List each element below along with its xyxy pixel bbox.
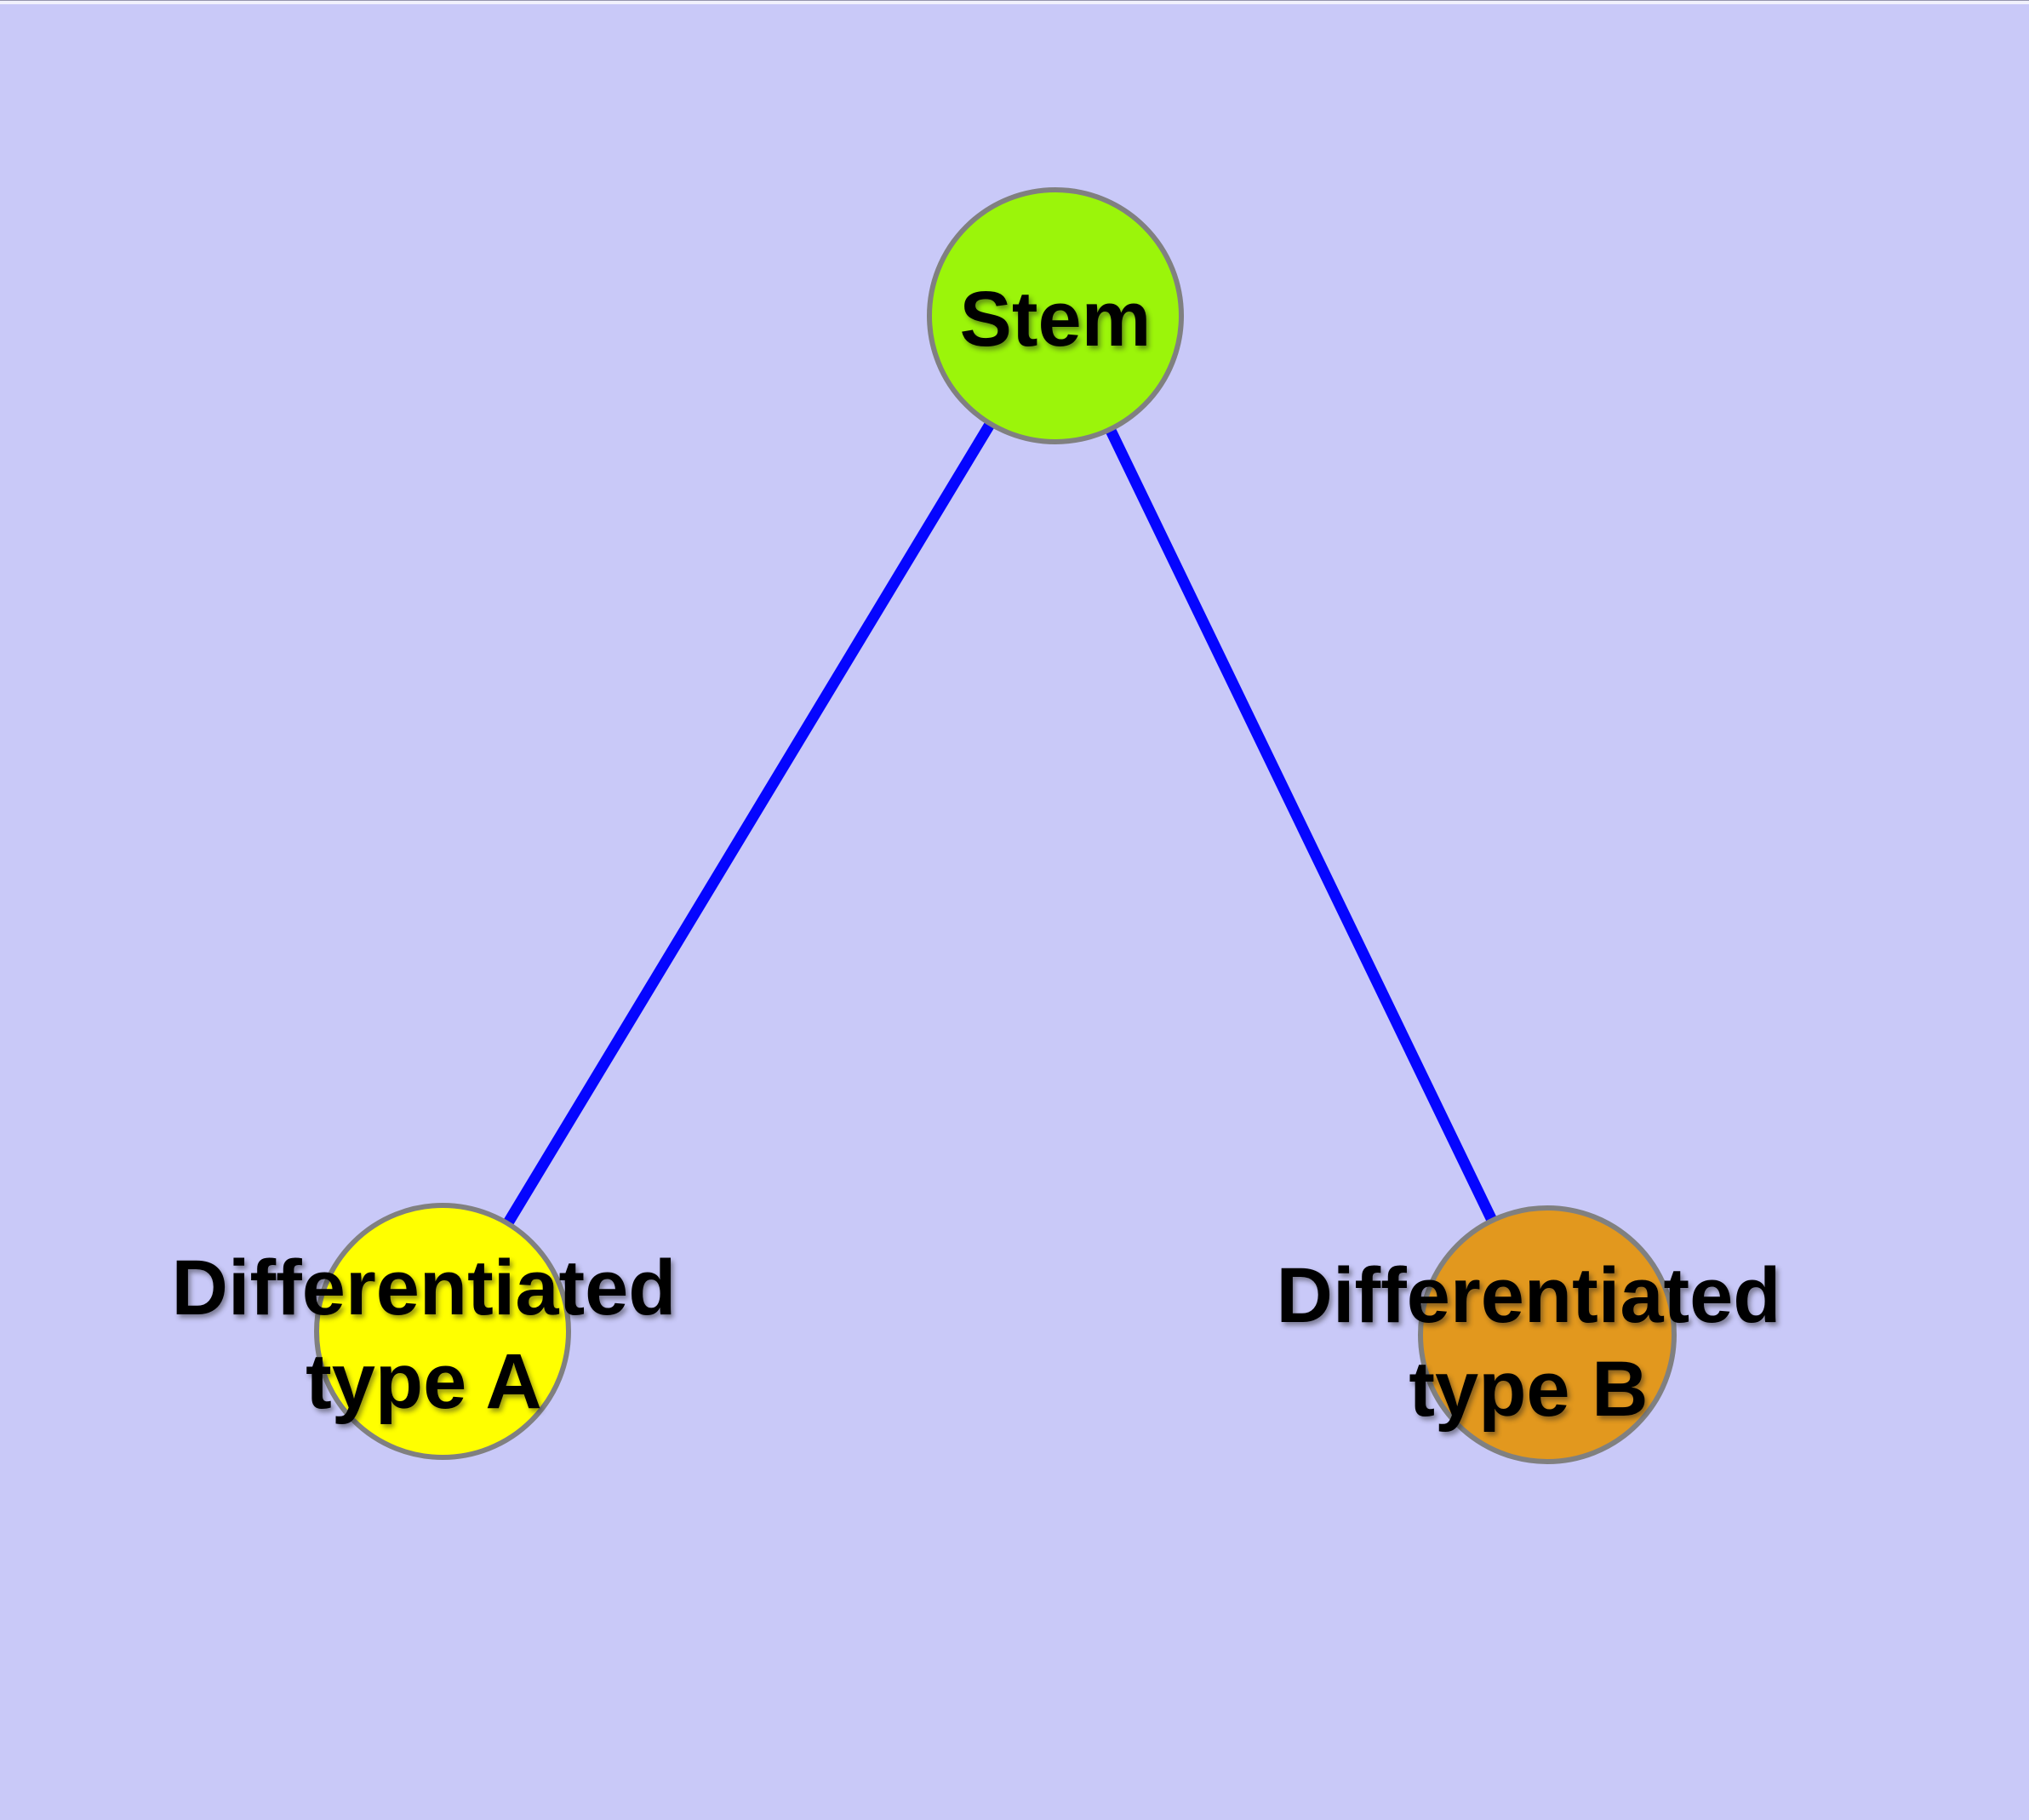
edge-stem-to-type-b: [1050, 313, 1552, 1337]
edge-stem-to-type-a: [437, 312, 1060, 1335]
node-differentiated-type-a: [314, 1203, 571, 1460]
node-stem: [927, 187, 1184, 444]
window-top-edge: [0, 0, 2029, 4]
node-differentiated-type-b: [1418, 1205, 1677, 1464]
